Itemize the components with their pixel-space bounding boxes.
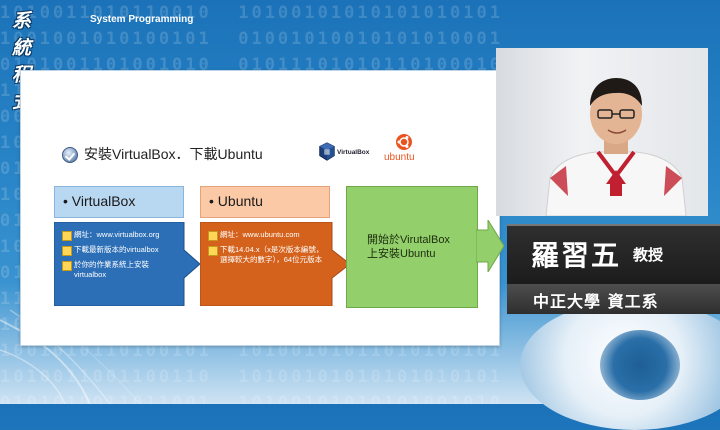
ubuntu-heading: • Ubuntu bbox=[209, 193, 263, 209]
virtualbox-logo: VirtualBox bbox=[318, 142, 378, 168]
ubuntu-steps-list: 網址：www.ubuntu.com 下載14.04.x（x是次版本編號，選擇較大… bbox=[208, 230, 326, 270]
list-item: 於你的作業系統上安裝virtualbox bbox=[62, 260, 180, 280]
check-circle-icon bbox=[62, 147, 78, 163]
next-arrow-icon bbox=[476, 220, 504, 272]
presenter-department: 中正大學 資工系 bbox=[533, 292, 659, 311]
ubuntu-heading-box: • Ubuntu bbox=[200, 186, 330, 218]
virtualbox-logo-text: VirtualBox bbox=[337, 149, 370, 156]
virtualbox-arrow-box: 網址：www.virtualbox.org 下載最新版本的virtualbox … bbox=[54, 222, 200, 306]
header: 系統程式 System Programming bbox=[0, 0, 720, 113]
nameplate-name-bar: 羅習五 教授 bbox=[507, 224, 720, 284]
binary-row: 1001001010100101 01001010010101010001 bbox=[0, 29, 503, 49]
logo-subtitle: System Programming bbox=[90, 14, 194, 25]
start-install-box: 開始於VirutalBox 上安裝Ubuntu bbox=[346, 186, 478, 308]
ubuntu-logo: ubuntu bbox=[384, 134, 428, 166]
presenter-figure bbox=[545, 78, 687, 216]
presenter-nameplate: 羅習五 教授 中正大學 資工系 bbox=[507, 224, 720, 314]
binary-row: 1010011010110010 10100101010101010101 bbox=[0, 3, 503, 23]
list-item: 下載最新版本的virtualbox bbox=[62, 245, 180, 256]
note-icon bbox=[208, 231, 218, 241]
note-icon bbox=[62, 246, 72, 256]
binary-row: 0101010011011001 10100101010101001010 bbox=[0, 393, 503, 404]
virtualbox-steps-list: 網址：www.virtualbox.org 下載最新版本的virtualbox … bbox=[62, 230, 180, 285]
ubuntu-logo-text: ubuntu bbox=[384, 152, 415, 163]
globe-continent-decoration bbox=[600, 330, 680, 400]
virtualbox-heading: • VirtualBox bbox=[63, 193, 136, 209]
binary-row: 1001010110100101 10100101011010100101 bbox=[0, 341, 503, 361]
note-icon bbox=[62, 261, 72, 271]
virtualbox-heading-box: • VirtualBox bbox=[54, 186, 184, 218]
list-item: 網址：www.ubuntu.com bbox=[208, 230, 326, 241]
note-icon bbox=[208, 246, 218, 256]
binary-row: 1010011001100110 10100101010101010101 bbox=[0, 367, 503, 387]
ubuntu-arrow-box: 網址：www.ubuntu.com 下載14.04.x（x是次版本編號，選擇較大… bbox=[200, 222, 350, 306]
list-item: 下載14.04.x（x是次版本編號，選擇較大的數字），64位元版本 bbox=[208, 245, 326, 265]
virtualbox-cube-icon bbox=[319, 142, 335, 161]
presenter-name: 羅習五 bbox=[531, 239, 622, 272]
presenter-title: 教授 bbox=[633, 246, 664, 264]
list-item: 網址：www.virtualbox.org bbox=[62, 230, 180, 241]
slide-title: 安裝VirtualBox．下載Ubuntu bbox=[84, 146, 263, 162]
presenter-video bbox=[496, 48, 708, 216]
ubuntu-circle-icon bbox=[396, 134, 412, 150]
nameplate-department-bar: 中正大學 資工系 bbox=[507, 284, 720, 314]
start-install-text: 開始於VirutalBox 上安裝Ubuntu bbox=[367, 234, 450, 260]
note-icon bbox=[62, 231, 72, 241]
